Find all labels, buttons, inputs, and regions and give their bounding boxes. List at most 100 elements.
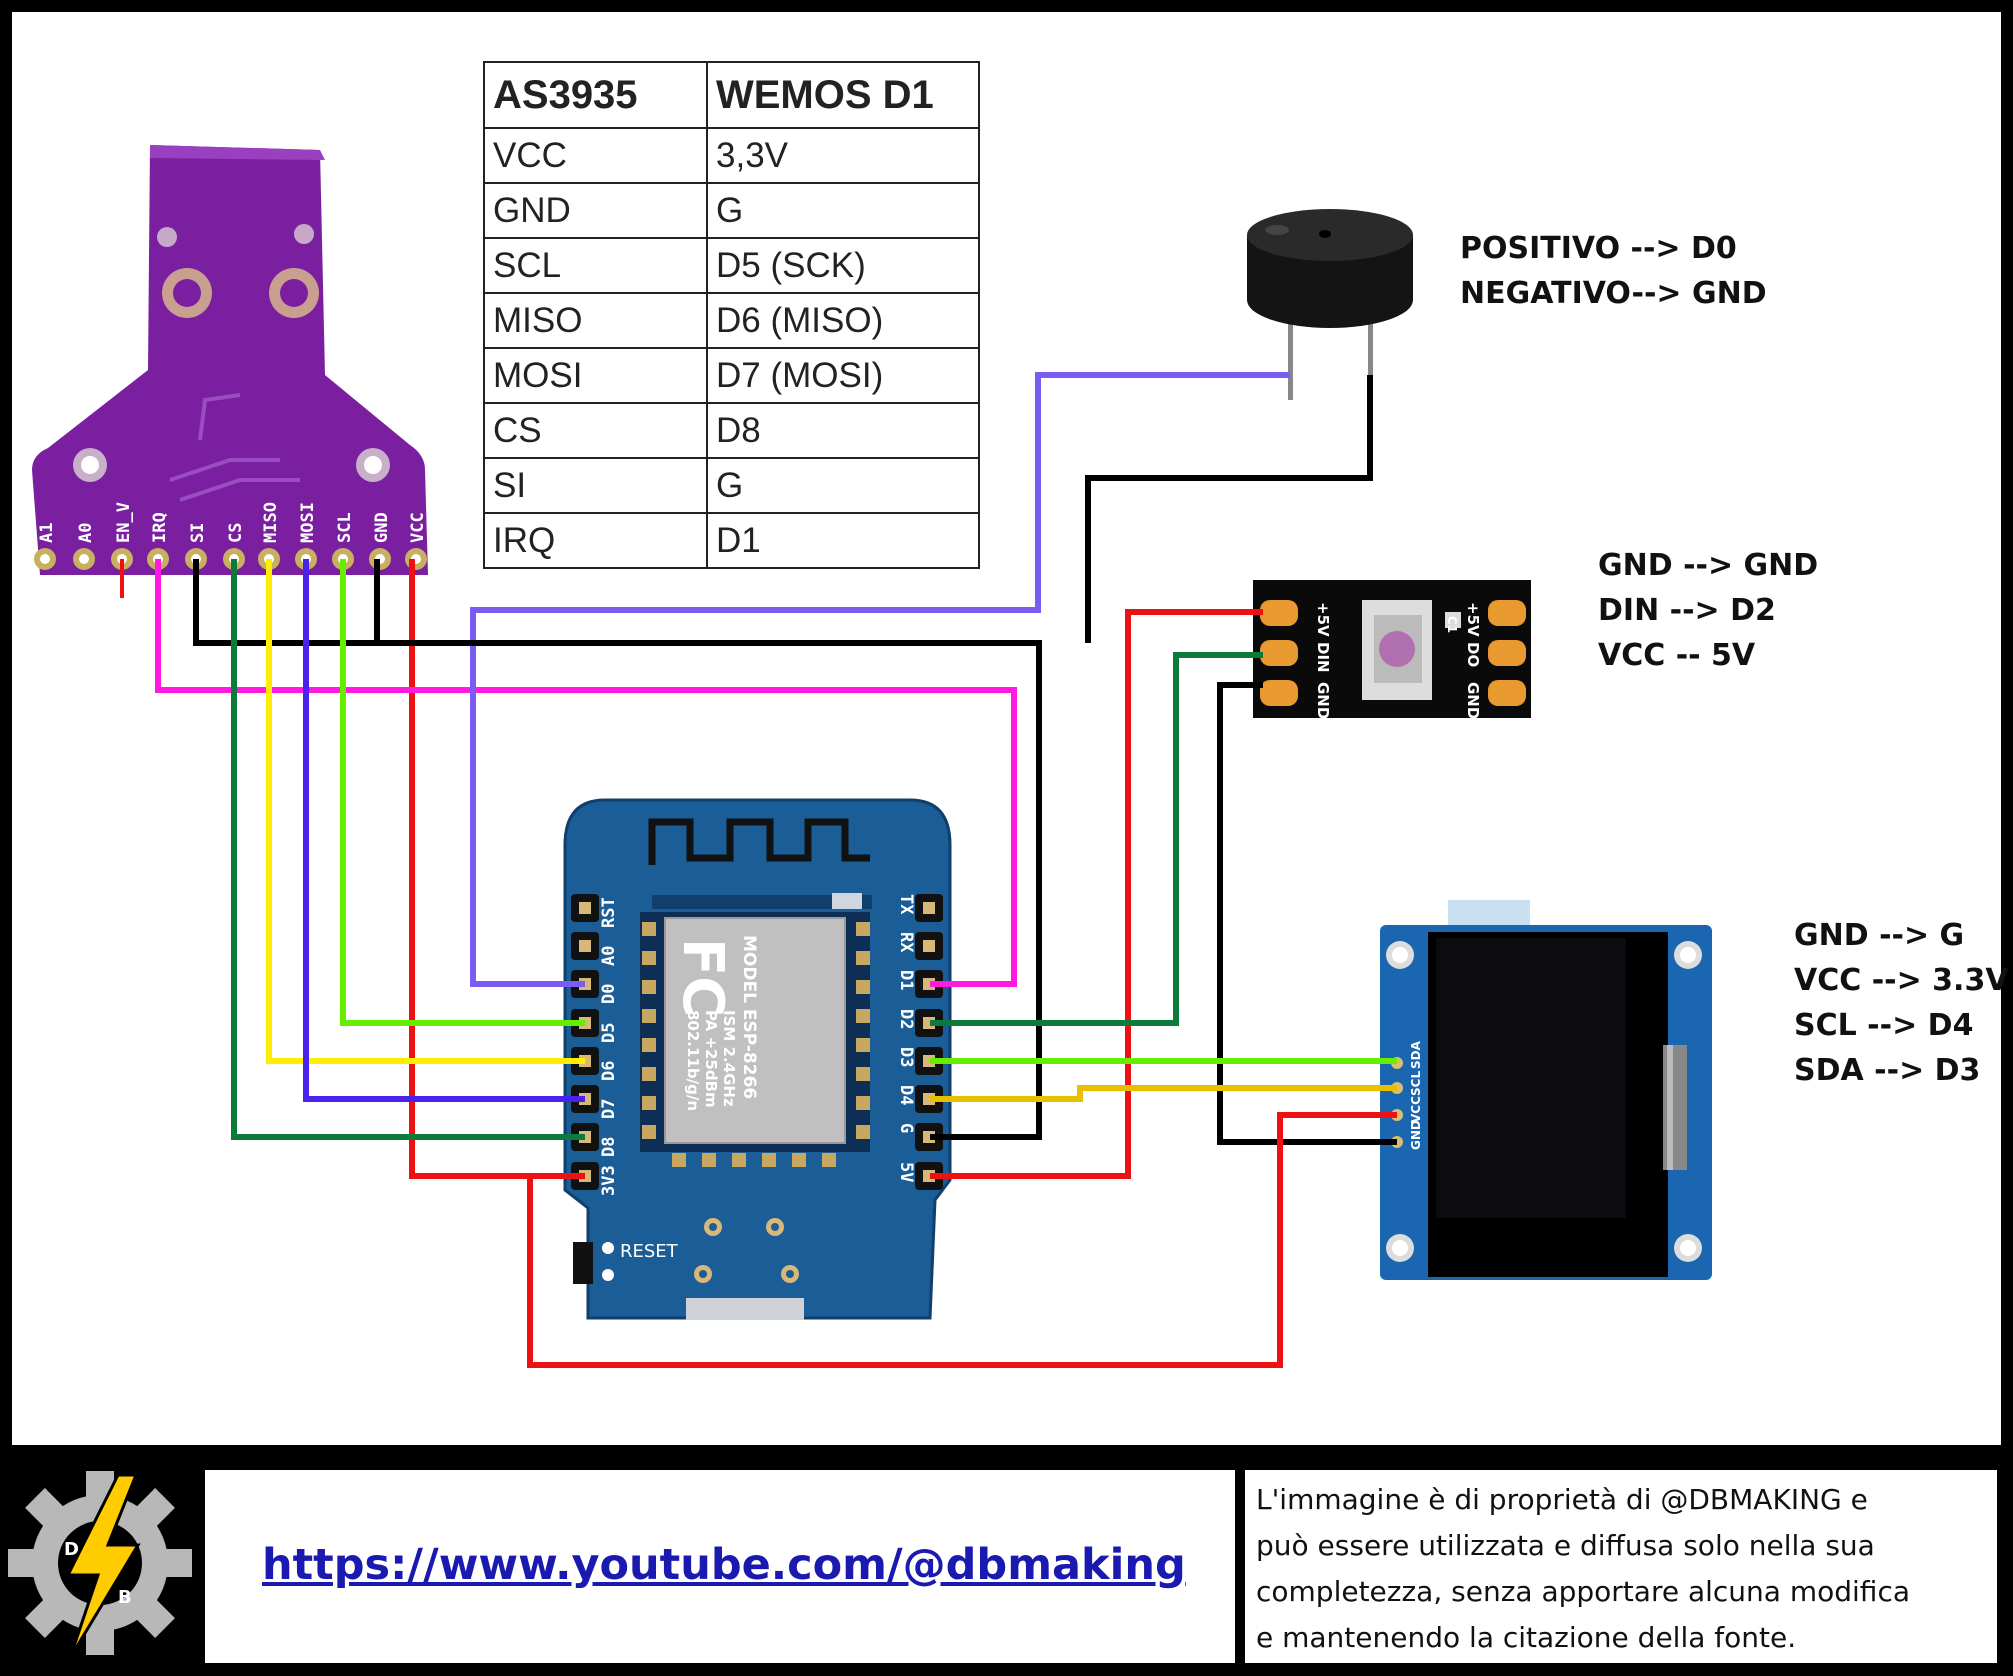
led-pcb-label: DIN: [1314, 642, 1332, 673]
oled-pin-label: GND: [1409, 1120, 1423, 1150]
wire-as-mosi: [303, 559, 585, 1102]
wemos-right-pin-contact: [923, 940, 935, 952]
table-cell: D6 (MISO): [706, 292, 980, 349]
wemos-module-pad: [856, 980, 870, 994]
wemos-pad-rows: [642, 922, 870, 1167]
oled-pin-label: SDA: [1409, 1040, 1423, 1069]
as3935-pin-label: EN_V: [114, 502, 134, 543]
as3935-pin-label: IRQ: [150, 512, 170, 543]
note-line: NEGATIVO--> GND: [1460, 276, 1767, 311]
notice-line: L'immagine è di proprietà di @DBMAKING e: [1256, 1483, 1868, 1516]
wemos-module-pad: [702, 1153, 716, 1167]
wemos-module-pad: [822, 1153, 836, 1167]
chip-line-4: 802.11b/g/n: [684, 1010, 702, 1111]
chip-line-3: PA +25dBm: [702, 1010, 720, 1108]
wire-gnd-bus: [377, 640, 1042, 1140]
wemos-left-pin-label: RST: [599, 897, 619, 928]
wemos-module-pad: [642, 922, 656, 936]
wire-as-scl: [340, 559, 585, 1026]
wemos-module-pad: [642, 1009, 656, 1023]
wemos-left-pin-label: D5: [599, 1023, 619, 1043]
wemos-module-pad: [856, 1009, 870, 1023]
table-header-row: AS3935 WEMOS D1: [483, 61, 980, 129]
notice-line: può essere utilizzata e diffusa solo nel…: [1256, 1529, 1875, 1562]
wemos-module-pad: [856, 1067, 870, 1081]
led-pcb-label: C1: [1445, 616, 1459, 633]
youtube-link[interactable]: https://www.youtube.com/@dbmaking: [262, 1540, 1186, 1590]
led-notes: GND --> GND DIN --> D2 VCC -- 5V: [1598, 543, 1818, 678]
table-cell: SI: [483, 457, 708, 514]
table-cell: G: [706, 182, 980, 239]
wemos-right-pin-label: G: [896, 1123, 916, 1133]
table-cell: VCC: [483, 127, 708, 184]
wemos-right-pin-label: TX: [896, 894, 916, 915]
wire-led-din: [930, 652, 1263, 1026]
wire-oled-scl: [930, 1085, 1397, 1102]
wemos-right-pin-contact: [923, 902, 935, 914]
notice-line: completezza, senza apportare alcuna modi…: [1256, 1575, 1910, 1608]
wemos-right-pin-label: D3: [896, 1047, 916, 1067]
wemos-module-pad: [856, 1038, 870, 1052]
copyright-notice: L'immagine è di proprietà di @DBMAKING e…: [1256, 1477, 1991, 1661]
wemos-left-pin-contact: [579, 902, 591, 914]
table-cell: D1: [706, 512, 980, 569]
wemos-module-pad: [856, 922, 870, 936]
footer-link-panel: [205, 1470, 1235, 1663]
wemos-right-pin-label: D4: [896, 1085, 916, 1105]
as3935-pin-label: CS: [226, 523, 246, 543]
wemos-left-pin-label: 3V3: [599, 1165, 619, 1196]
table-cell: G: [706, 457, 980, 514]
notice-line: e mantenendo la citazione della fonte.: [1256, 1621, 1797, 1654]
logo-letter-d: D: [64, 1539, 79, 1560]
as3935-pin-label: MISO: [261, 502, 281, 543]
note-line: GND --> G: [1794, 918, 1965, 953]
wemos-module-pad: [642, 1038, 656, 1052]
wemos-module-pad: [642, 980, 656, 994]
wire-oled-vcc: [527, 1112, 1397, 1368]
oled-notes: GND --> G VCC --> 3.3V SCL --> D4 SDA --…: [1794, 913, 2009, 1093]
table-cell: D7 (MOSI): [706, 347, 980, 404]
wire-as-miso: [266, 559, 585, 1064]
wemos-right-pin-label: D2: [896, 1009, 916, 1029]
wemos-module-pad: [642, 1096, 656, 1110]
table-cell: IRQ: [483, 512, 708, 569]
as3935-pin-label: SCL: [335, 512, 355, 543]
wemos-left-pin-label: D0: [599, 984, 619, 1004]
oled-pin-label: SCL: [1409, 1071, 1423, 1096]
buzzer: [1247, 209, 1413, 400]
table-header-as3935: AS3935: [483, 61, 708, 129]
note-line: SCL --> D4: [1794, 1008, 1974, 1043]
wemos-module-pad: [762, 1153, 776, 1167]
note-line: POSITIVO --> D0: [1460, 231, 1737, 266]
table-cell: 3,3V: [706, 127, 980, 184]
chip-line-1: MODEL ESP-8266: [739, 935, 759, 1099]
wire-as-cs: [231, 559, 585, 1140]
wemos-right-pin-label: RX: [896, 932, 916, 953]
table-cell: GND: [483, 182, 708, 239]
note-line: VCC --> 3.3V: [1794, 963, 2009, 998]
as3935-pin-label: A0: [76, 523, 96, 543]
table-cell: MISO: [483, 292, 708, 349]
wire-led-vcc: [930, 609, 1263, 1179]
wemos-left-pin-label: D7: [599, 1099, 619, 1119]
wemos-module-pad: [642, 1067, 656, 1081]
wire-led-gnd: [1217, 682, 1397, 1145]
oled-pin-label: VCC: [1409, 1096, 1423, 1123]
wemos-module-pad: [642, 951, 656, 965]
usb-port: [686, 1298, 804, 1320]
wemos-module-pad: [792, 1153, 806, 1167]
wemos-right-pin-label: D1: [896, 970, 916, 990]
note-line: GND --> GND: [1598, 548, 1819, 583]
as3935-pin-hole: [79, 554, 89, 564]
as3935-pin-label: GND: [372, 512, 392, 543]
